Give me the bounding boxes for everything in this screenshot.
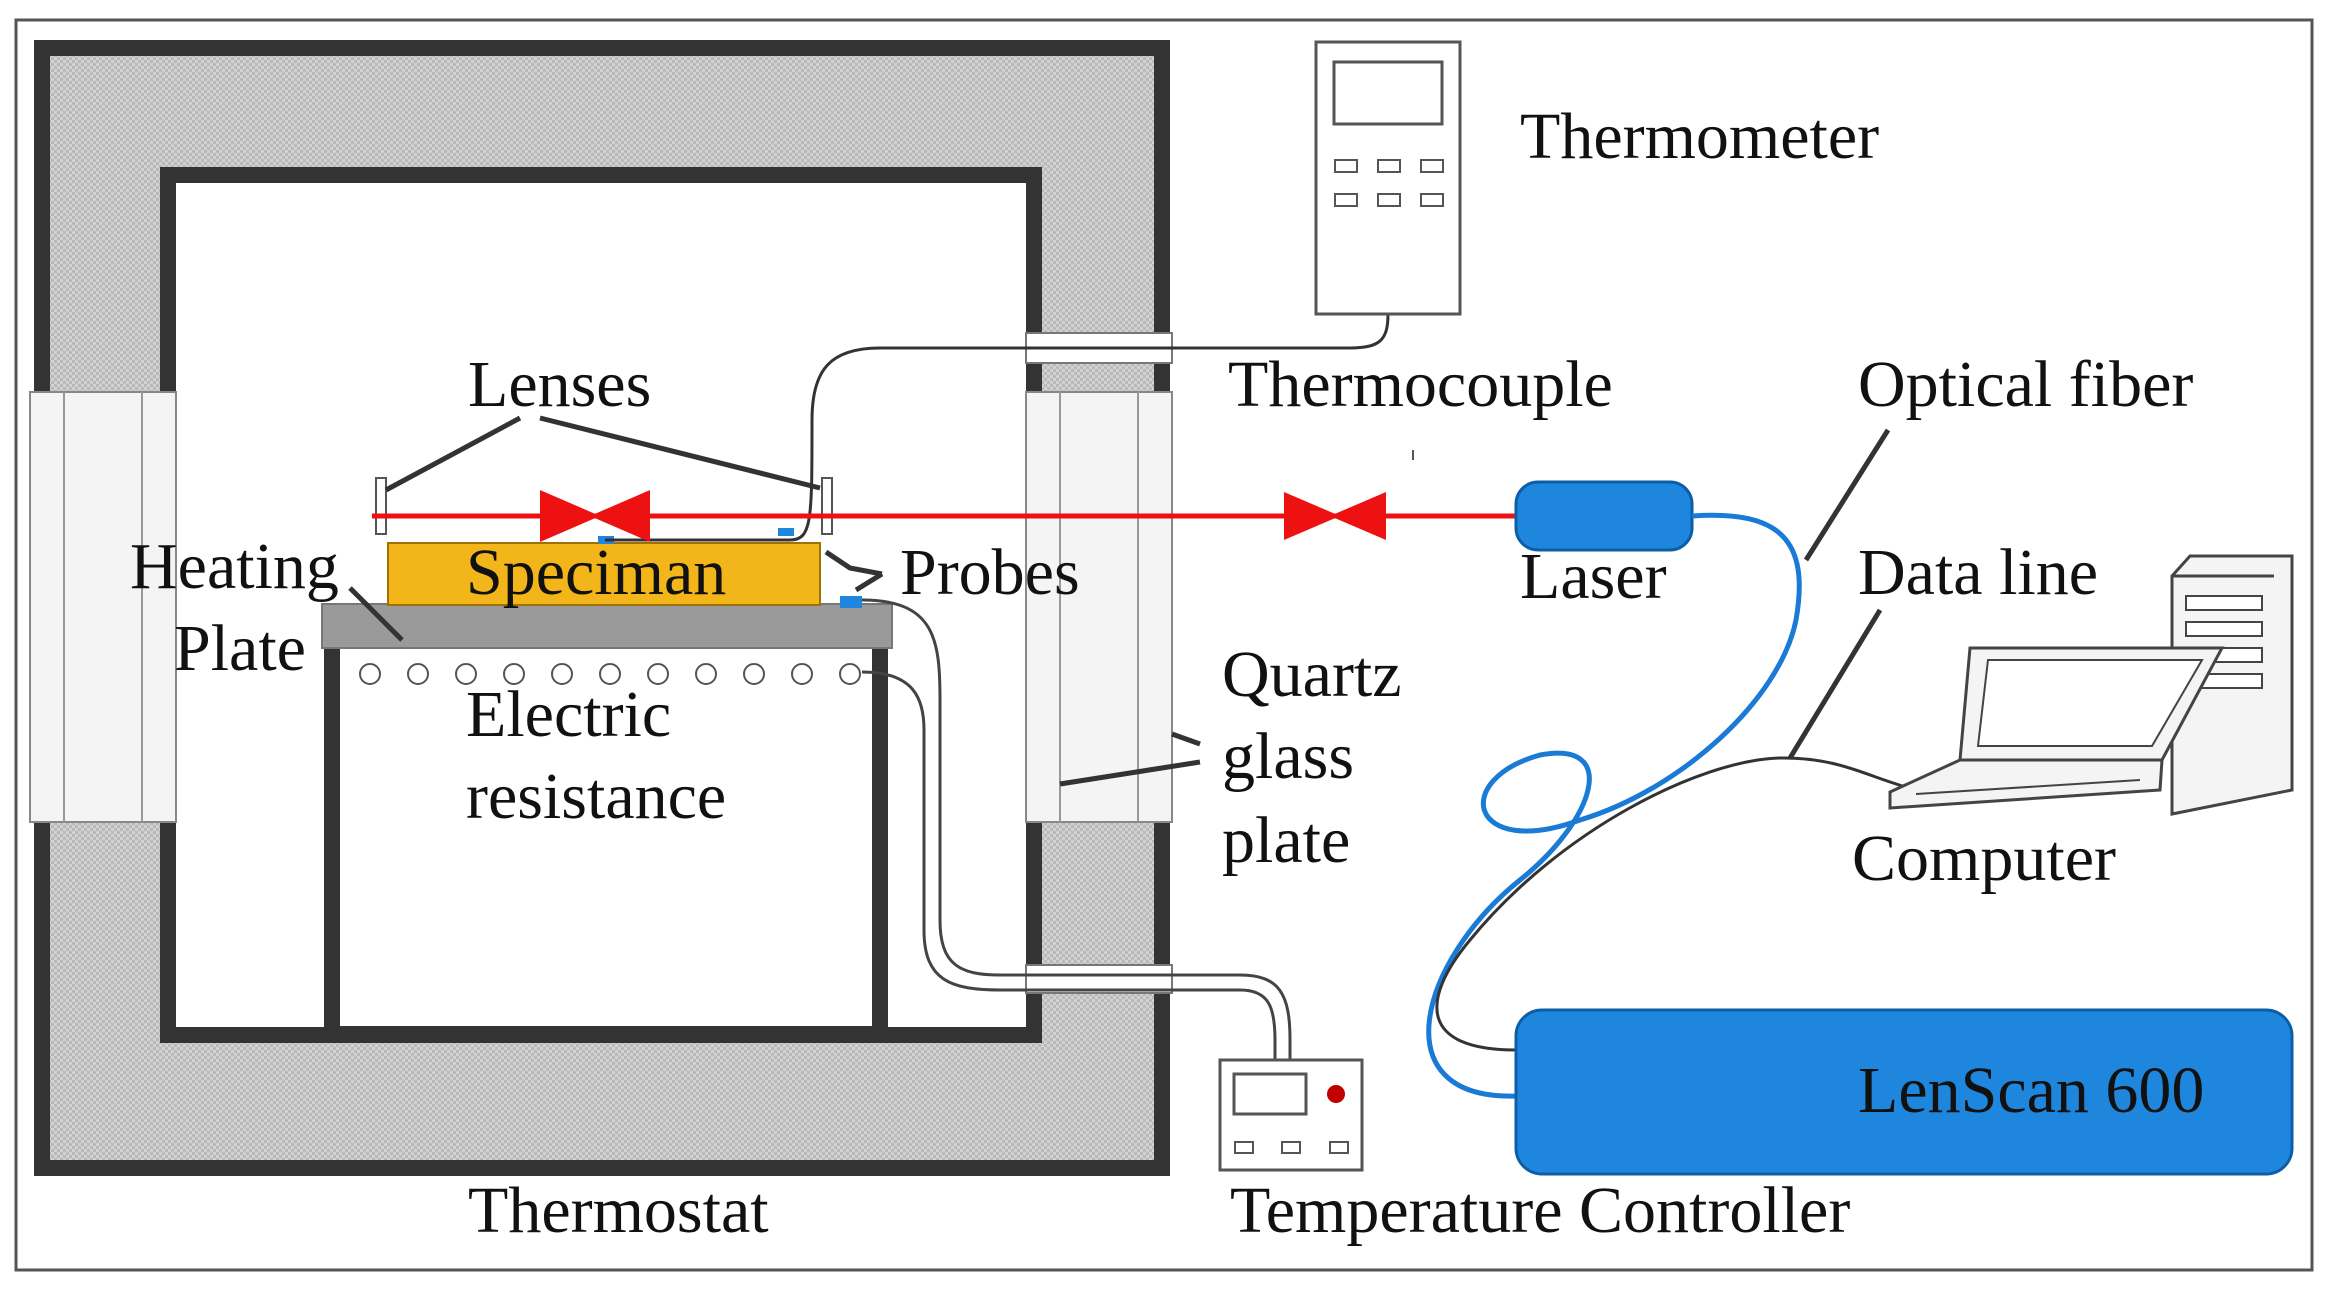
label-optical-fiber: Optical fiber	[1858, 348, 2193, 421]
beam-focus-left	[540, 490, 650, 542]
left-window	[29, 391, 177, 823]
lower-feedthrough	[1025, 964, 1173, 994]
label-plate: Plate	[174, 612, 306, 685]
label-data-line: Data line	[1858, 536, 2098, 609]
specimen	[387, 542, 821, 606]
label-quartz: Quartz	[1222, 638, 1402, 711]
controller-cable-outer	[861, 598, 1292, 1062]
label-heating: Heating	[130, 530, 339, 603]
label-resistance: resistance	[466, 760, 726, 833]
left-lens	[375, 477, 387, 535]
label-thermostat: Thermostat	[468, 1174, 769, 1247]
label-lenscan: LenScan 600	[1858, 1054, 2204, 1127]
label-glass: glass	[1222, 720, 1354, 793]
resistance-box	[324, 632, 888, 1042]
lenscan-unit	[1514, 1008, 2294, 1176]
computer-icon	[1888, 554, 2294, 816]
label-computer: Computer	[1852, 822, 2116, 895]
label-quartz-plate: plate	[1222, 804, 1350, 877]
data-line	[1435, 756, 1911, 1052]
label-laser: Laser	[1520, 540, 1667, 613]
label-speciman: Speciman	[466, 536, 726, 609]
controller-cable-inner	[861, 670, 1277, 1062]
right-lens	[821, 477, 833, 535]
heating-plate	[321, 603, 893, 649]
thermometer-device	[1314, 40, 1462, 316]
optical-fiber	[1426, 512, 1802, 1099]
thermocouple-wire	[605, 313, 1390, 542]
beam-focus-right	[1284, 492, 1386, 540]
label-thermometer: Thermometer	[1520, 100, 1879, 173]
label-lenses: Lenses	[468, 348, 651, 421]
figure-border	[14, 18, 2314, 1272]
label-probes: Probes	[900, 536, 1080, 609]
probe-top	[778, 528, 794, 536]
label-thermocouple: Thermocouple	[1228, 348, 1613, 421]
label-electric: Electric	[466, 678, 671, 751]
electric-resistance-coils	[359, 663, 861, 685]
label-temperature-controller: Temperature Controller	[1230, 1174, 1850, 1247]
probe-plate	[840, 596, 862, 608]
quartz-glass-plate	[1025, 391, 1173, 823]
leader-lines	[348, 415, 1891, 787]
temperature-controller-device	[1218, 1058, 1364, 1172]
